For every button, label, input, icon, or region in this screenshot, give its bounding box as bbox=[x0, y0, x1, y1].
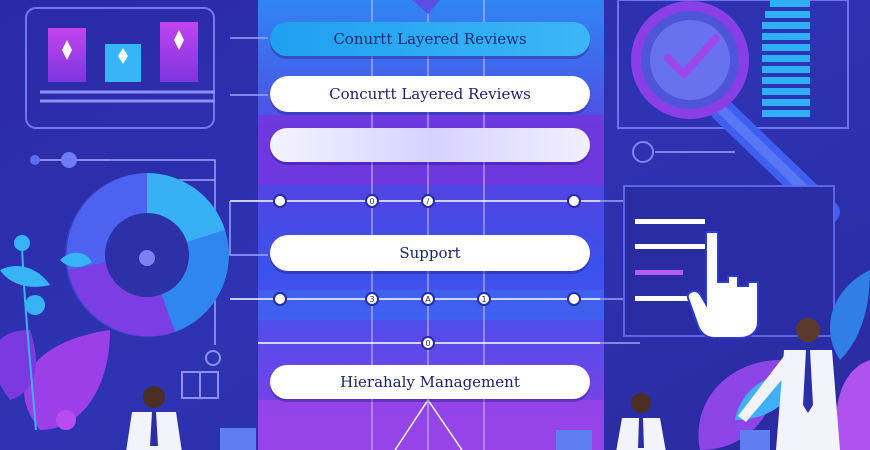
node-row2-c[interactable]: A bbox=[421, 292, 435, 306]
node-row3-a[interactable]: 0 bbox=[421, 336, 435, 350]
concurtt-layered-reviews-pill[interactable]: Concurtt Layered Reviews bbox=[270, 76, 590, 112]
magnifier-check-icon bbox=[632, 2, 842, 224]
support-pill[interactable]: Support bbox=[270, 235, 590, 271]
leaf-icon bbox=[0, 326, 112, 432]
person-icon bbox=[126, 384, 186, 450]
node-row2-d[interactable]: 1 bbox=[477, 292, 491, 306]
node-row1-a[interactable] bbox=[273, 194, 287, 208]
node-row2-e[interactable] bbox=[567, 292, 581, 306]
conurtt-layered-reviews-pill[interactable]: Conurtt Layered Reviews bbox=[270, 22, 590, 56]
blank-pill[interactable] bbox=[270, 128, 590, 162]
bar-chart-icon bbox=[26, 8, 214, 128]
node-row2-a[interactable] bbox=[273, 292, 287, 306]
node-row1-d[interactable] bbox=[567, 194, 581, 208]
node-row2-b[interactable]: 3 bbox=[365, 292, 379, 306]
person-icon bbox=[616, 392, 668, 450]
person-icon bbox=[736, 316, 842, 450]
donut-chart-icon bbox=[65, 173, 229, 337]
hierarchy-management-pill[interactable]: Hierahaly Management bbox=[270, 365, 590, 399]
node-row1-b[interactable]: 0 bbox=[365, 194, 379, 208]
node-row1-c[interactable]: / bbox=[421, 194, 435, 208]
